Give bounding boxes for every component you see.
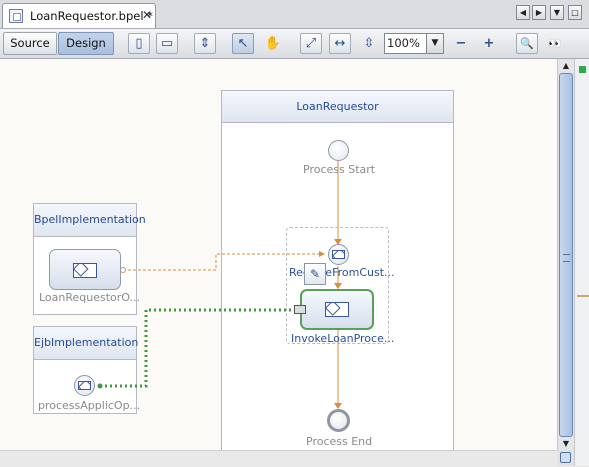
envelope-icon [78, 381, 91, 390]
arrow-head [334, 283, 342, 289]
fit-diagram-icon[interactable]: ⤢ [300, 33, 322, 54]
bpel-design-canvas[interactable]: LoanRequestor BpelImplementation EjbImpl… [0, 59, 557, 450]
process-end-label: Process End [306, 435, 373, 448]
scroll-tabs-right-button[interactable]: ▶ [532, 5, 546, 20]
page-layout-icon[interactable]: ▯ [128, 33, 150, 54]
arrow-head [334, 403, 342, 409]
process-start-node[interactable] [328, 140, 349, 161]
partner-link-wire-invoke [100, 308, 296, 388]
zoom-dropdown-button[interactable]: ▼ [426, 33, 444, 54]
partner-link-ejb-implementation[interactable]: EjbImplementation [33, 326, 138, 414]
receive-activity-node[interactable] [328, 244, 349, 265]
partner-link-wire-receive [123, 253, 324, 271]
message-connector-icon [294, 305, 306, 314]
thumb-grip [563, 254, 570, 262]
annotation-marker[interactable] [577, 295, 589, 297]
process-start-label: Process Start [303, 163, 376, 176]
envelope-icon [73, 263, 97, 278]
scroll-corner [557, 450, 574, 466]
expand-all-icon[interactable]: ⇕ [194, 33, 216, 54]
marquee-select-icon[interactable]: ▭ [156, 33, 178, 54]
invoke-activity-node[interactable] [300, 289, 374, 330]
partner-link-title[interactable]: EjbImplementation [34, 327, 138, 360]
ejb-operation-node[interactable] [74, 375, 95, 396]
zoom-level-field[interactable]: 100% [384, 33, 432, 54]
zoom-out-icon[interactable]: − [455, 36, 467, 51]
edit-pencil-icon[interactable]: ✎ [304, 263, 326, 285]
select-tool-icon[interactable]: ↖ [232, 33, 254, 54]
bpel-file-icon [9, 9, 23, 23]
arrow-head [334, 239, 342, 245]
scroll-thumb[interactable] [559, 73, 573, 437]
scroll-tabs-left-button[interactable]: ◀ [516, 5, 530, 20]
status-ok-indicator [579, 66, 586, 73]
horizontal-scrollbar[interactable] [0, 450, 557, 467]
wire-endpoint [97, 383, 103, 389]
restore-window-button[interactable]: □ [568, 5, 582, 20]
process-title[interactable]: LoanRequestor [222, 91, 453, 123]
tab-title: LoanRequestor.bpel * [30, 9, 153, 23]
scroll-down-button[interactable]: ▼ [562, 439, 570, 448]
bpel-operation-label: LoanRequestorO... [39, 291, 141, 304]
fit-height-icon[interactable]: ⇳ [363, 36, 375, 51]
invoke-activity-label[interactable]: InvokeLoanProce... [291, 332, 395, 345]
design-toolbar: Source Design ▯ ▭ ⇕ ↖ ✋ ⤢ ↔ ⇳ 100% ▼ − +… [0, 29, 589, 59]
editor-tab-bar: LoanRequestor.bpel * ✕ ◀ ▶ ▼ □ [0, 0, 589, 29]
process-end-node[interactable] [327, 409, 350, 432]
scroll-up-button[interactable]: ▲ [562, 61, 570, 70]
tab-list-dropdown-button[interactable]: ▼ [550, 5, 564, 20]
close-tab-icon[interactable]: ✕ [142, 8, 153, 22]
source-view-button[interactable]: Source [3, 32, 57, 55]
binoculars-icon[interactable]: 👀 [548, 37, 562, 50]
partner-link-title[interactable]: BpelImplementation [34, 204, 146, 237]
zoom-in-icon[interactable]: + [483, 36, 495, 51]
navigator-icon[interactable] [560, 452, 571, 463]
search-icon[interactable]: 🔍 [516, 33, 538, 54]
fit-width-icon[interactable]: ↔ [329, 33, 351, 54]
design-view-button[interactable]: Design [58, 32, 114, 55]
editor-tab-loanrequestor[interactable]: LoanRequestor.bpel * ✕ [2, 3, 156, 28]
envelope-icon [332, 250, 345, 259]
partner-link-bpel-implementation[interactable]: BpelImplementation [33, 203, 146, 315]
bpel-operation-node[interactable] [49, 249, 121, 290]
ejb-operation-label: processApplicOp... [38, 399, 141, 412]
hand-tool-icon[interactable]: ✋ [264, 36, 282, 51]
envelope-icon [325, 302, 349, 317]
wire-endpoint [120, 267, 126, 273]
vertical-scrollbar[interactable]: ▲ ▼ [557, 59, 574, 450]
error-stripe [574, 59, 589, 466]
arrow-head [319, 251, 325, 257]
